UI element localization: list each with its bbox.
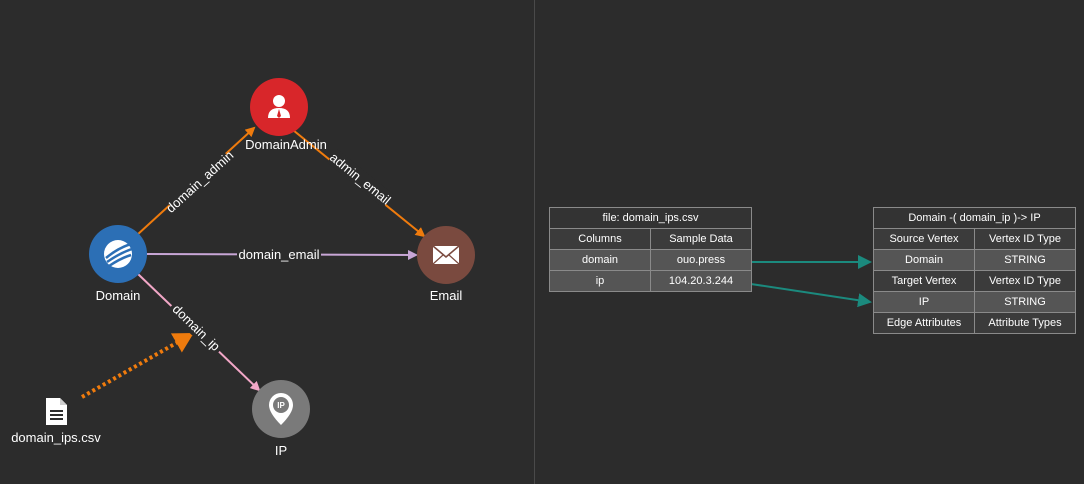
domain-globe-icon (104, 240, 133, 268)
node-label-ip: IP (274, 443, 288, 458)
table-row: Edge Attributes Attribute Types (873, 312, 1076, 334)
csv-file-icon (46, 398, 67, 425)
table-row[interactable]: IP STRING (873, 291, 1076, 313)
source-vertex-cell[interactable]: Domain (873, 249, 975, 271)
table-cell: Vertex ID Type (974, 228, 1076, 250)
source-vertex-type-cell: STRING (974, 249, 1076, 271)
table-cell: Target Vertex (873, 270, 975, 292)
node-label-domainadmin: DomainAdmin (245, 137, 327, 152)
column-name-cell[interactable]: domain (549, 249, 651, 271)
node-label-domain: Domain (95, 288, 141, 303)
column-name-cell[interactable]: ip (549, 270, 651, 292)
sample-data-cell: ouo.press (650, 249, 752, 271)
file-mapping-dashed-edge[interactable] (81, 332, 194, 399)
edge-label-domain-admin: domain_admin (163, 148, 236, 216)
node-domainadmin[interactable] (250, 78, 308, 136)
edge-label-domain-ip: domain_ip (170, 301, 224, 353)
file-node[interactable] (46, 398, 67, 425)
target-vertex-type-cell: STRING (974, 291, 1076, 313)
svg-text:IP: IP (277, 401, 285, 410)
ip-location-pin-icon: IP (269, 393, 293, 425)
table-row: Source Vertex Vertex ID Type (873, 228, 1076, 250)
mapping-arrow-ip[interactable] (750, 283, 872, 308)
node-label-email: Email (429, 288, 463, 303)
table-cell: Attribute Types (974, 312, 1076, 334)
table-row[interactable]: Domain STRING (873, 249, 1076, 271)
file-table-header: Sample Data (650, 228, 752, 250)
table-row: Target Vertex Vertex ID Type (873, 270, 1076, 292)
file-table-header: Columns (549, 228, 651, 250)
table-row[interactable]: ip 104.20.3.244 (549, 270, 752, 292)
node-domain[interactable] (89, 225, 147, 283)
admin-user-icon (268, 95, 290, 118)
node-ip[interactable]: IP (252, 380, 310, 438)
target-vertex-cell[interactable]: IP (873, 291, 975, 313)
table-cell: Edge Attributes (873, 312, 975, 334)
edge-label-admin-email: admin_email (327, 150, 394, 208)
edge-table-title: Domain -( domain_ip )-> IP (873, 207, 1076, 229)
sample-data-cell: 104.20.3.244 (650, 270, 752, 292)
table-cell: Vertex ID Type (974, 270, 1076, 292)
table-row[interactable]: domain ouo.press (549, 249, 752, 271)
edge-label-domain-email: domain_email (239, 247, 320, 262)
table-cell: Source Vertex (873, 228, 975, 250)
edge-mapping-table: Domain -( domain_ip )-> IP Source Vertex… (873, 207, 1076, 334)
panel-divider (534, 0, 535, 484)
file-mapping-table: file: domain_ips.csv Columns Sample Data… (549, 207, 752, 292)
node-email[interactable] (417, 226, 475, 284)
file-table-title: file: domain_ips.csv (549, 207, 752, 229)
envelope-icon (432, 245, 460, 265)
file-node-label: domain_ips.csv (11, 430, 101, 445)
